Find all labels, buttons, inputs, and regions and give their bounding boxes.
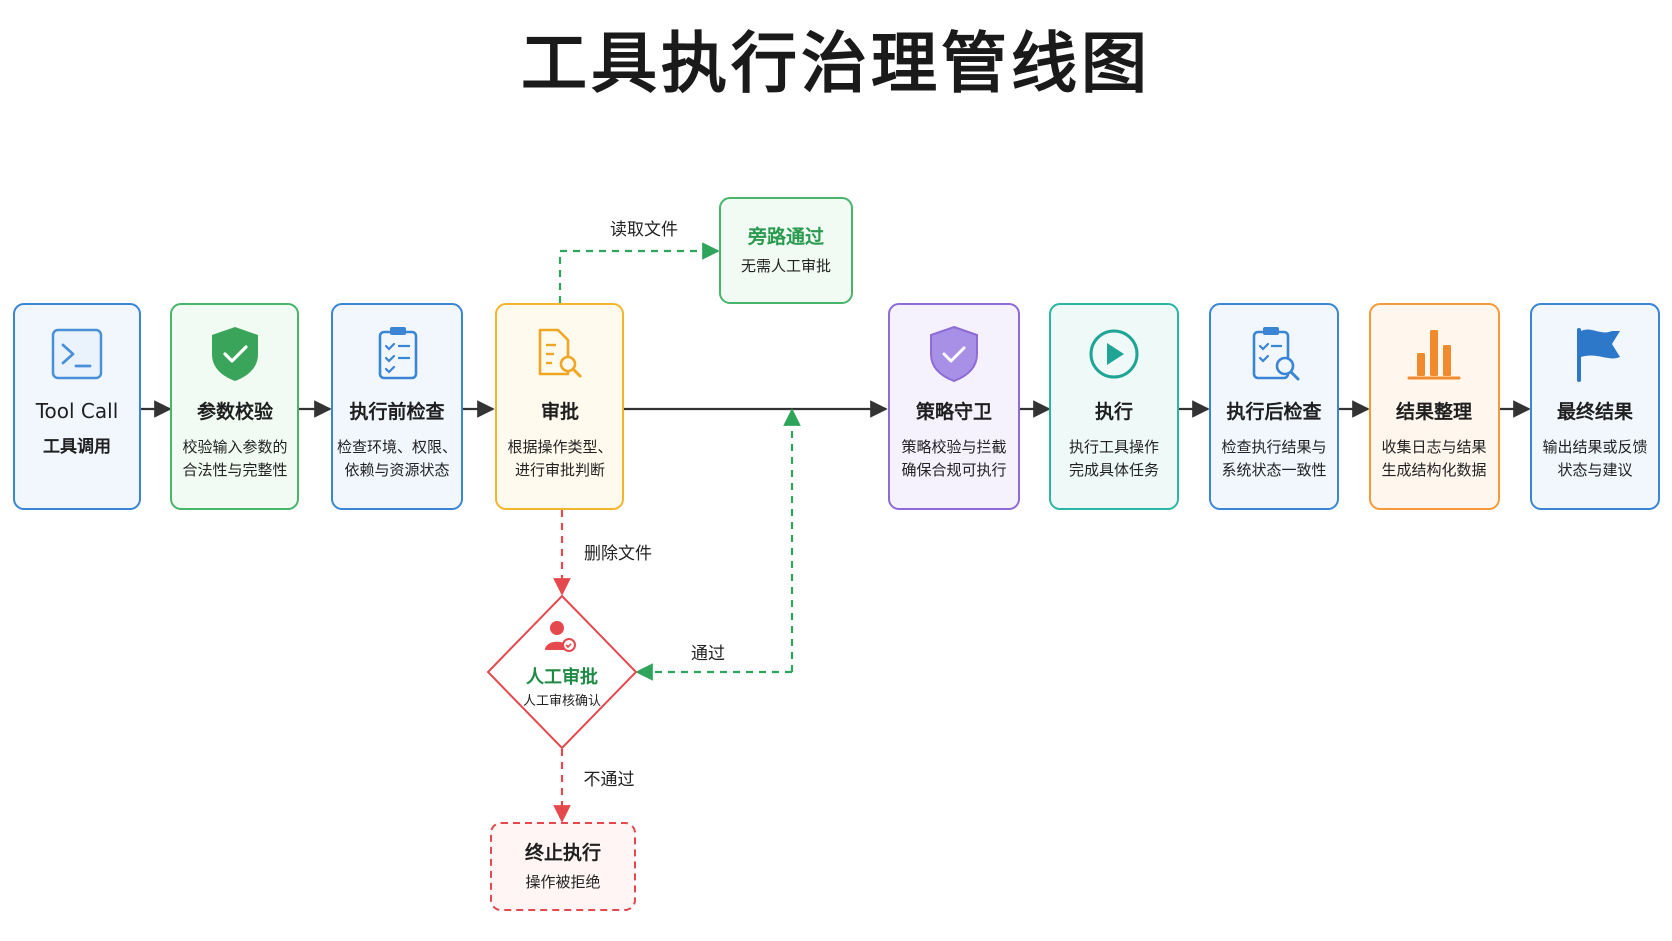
node-final-result[interactable]: 最终结果 输出结果或反馈 状态与建议 bbox=[1530, 303, 1660, 510]
node-result-organize[interactable]: 结果整理 收集日志与结果 生成结构化数据 bbox=[1369, 303, 1500, 510]
node-title: 人工审批 bbox=[526, 666, 598, 688]
node-title: 策略守卫 bbox=[916, 400, 992, 423]
node-desc-line2: 生成结构化数据 bbox=[1381, 461, 1486, 479]
node-policy-guard[interactable]: 策略守卫 策略校验与拦截 确保合规可执行 bbox=[888, 303, 1020, 510]
node-manual-approval[interactable]: 人工审批 人工审核确认 bbox=[486, 594, 638, 750]
node-title: Tool Call bbox=[35, 399, 119, 423]
node-desc-line2: 状态与建议 bbox=[1557, 461, 1632, 479]
node-desc-line1: 检查执行结果与 bbox=[1221, 438, 1326, 456]
edge-label-pass: 通过 bbox=[691, 644, 725, 664]
edges bbox=[141, 242, 1531, 823]
node-desc-line2: 合法性与完整性 bbox=[182, 461, 287, 479]
node-post-check[interactable]: 执行后检查 检查执行结果与 系统状态一致性 bbox=[1209, 303, 1339, 510]
node-desc: 无需人工审批 bbox=[741, 257, 831, 275]
terminal-icon bbox=[51, 328, 103, 380]
shield-check-icon bbox=[212, 327, 258, 381]
node-title: 执行前检查 bbox=[349, 400, 445, 423]
diagram-title: 工具执行治理管线图 bbox=[521, 25, 1151, 102]
edge-label-read-file: 读取文件 bbox=[610, 220, 678, 240]
node-title: 审批 bbox=[541, 400, 579, 423]
node-tool-call[interactable]: Tool Call 工具调用 bbox=[13, 303, 141, 510]
node-title: 结果整理 bbox=[1396, 400, 1472, 423]
node-desc-line1: 检查环境、权限、 bbox=[337, 438, 457, 456]
node-title: 参数校验 bbox=[197, 400, 274, 423]
node-desc: 人工审核确认 bbox=[523, 694, 601, 709]
edge-approval-to-bypass bbox=[558, 242, 720, 303]
node-title: 最终结果 bbox=[1557, 400, 1633, 423]
edge-label-fail: 不通过 bbox=[584, 770, 635, 790]
node-title: 终止执行 bbox=[525, 841, 601, 864]
node-desc-line2: 系统状态一致性 bbox=[1221, 461, 1326, 479]
play-circle-icon bbox=[1089, 329, 1139, 379]
node-desc: 操作被拒绝 bbox=[525, 873, 600, 891]
node-desc-line1: 策略校验与拦截 bbox=[901, 438, 1006, 456]
node-param-check[interactable]: 参数校验 校验输入参数的 合法性与完整性 bbox=[170, 303, 299, 510]
node-title: 执行 bbox=[1095, 400, 1133, 423]
node-title: 执行后检查 bbox=[1226, 400, 1322, 423]
bar-chart-icon bbox=[1407, 330, 1461, 380]
node-desc-line2: 进行审批判断 bbox=[515, 461, 605, 479]
node-bypass[interactable]: 旁路通过 无需人工审批 bbox=[719, 197, 853, 304]
clipboard-checklist-icon bbox=[378, 327, 418, 380]
node-title: 旁路通过 bbox=[747, 225, 824, 248]
flag-icon bbox=[1577, 328, 1620, 382]
node-execute[interactable]: 执行 执行工具操作 完成具体任务 bbox=[1049, 303, 1179, 510]
node-terminate[interactable]: 终止执行 操作被拒绝 bbox=[490, 822, 636, 911]
clipboard-search-icon bbox=[1252, 327, 1300, 381]
node-desc-line2: 依赖与资源状态 bbox=[344, 461, 449, 479]
node-desc-line2: 完成具体任务 bbox=[1069, 461, 1159, 479]
node-desc-line1: 收集日志与结果 bbox=[1381, 438, 1486, 456]
node-desc-line1: 校验输入参数的 bbox=[182, 438, 287, 456]
node-desc-line2: 确保合规可执行 bbox=[901, 461, 1006, 479]
shield-guard-icon bbox=[930, 325, 978, 383]
node-approval[interactable]: 审批 根据操作类型、 进行审批判断 bbox=[495, 303, 624, 510]
document-search-icon bbox=[538, 328, 582, 378]
node-pre-check[interactable]: 执行前检查 检查环境、权限、 依赖与资源状态 bbox=[331, 303, 463, 510]
node-desc-line1: 输出结果或反馈 bbox=[1542, 438, 1647, 456]
node-desc: 工具调用 bbox=[43, 437, 111, 457]
node-desc-line1: 根据操作类型、 bbox=[507, 438, 612, 456]
user-approve-icon bbox=[545, 621, 576, 652]
node-desc-line1: 执行工具操作 bbox=[1069, 438, 1159, 456]
edge-label-delete-file: 删除文件 bbox=[584, 544, 652, 564]
